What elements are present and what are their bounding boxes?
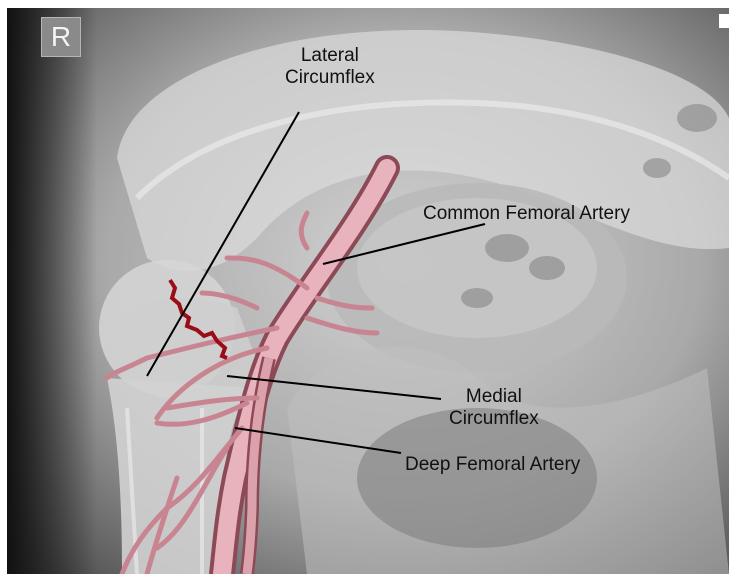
orientation-marker: R: [41, 17, 81, 57]
label-line: Deep Femoral Artery: [405, 454, 580, 476]
left-shadow: [7, 8, 97, 574]
label-line: Common Femoral Artery: [423, 203, 630, 225]
xray-image: R Lateral Circumflex Common Femoral Arte…: [7, 8, 729, 574]
label-line: Lateral: [285, 45, 375, 67]
label-line: Circumflex: [285, 67, 375, 89]
corner-mark: [719, 14, 729, 28]
label-lateral-circumflex: Lateral Circumflex: [285, 45, 375, 89]
label-medial-circumflex: Medial Circumflex: [449, 386, 539, 430]
label-common-femoral-artery: Common Femoral Artery: [423, 203, 630, 225]
pelvis-radiograph: [7, 8, 729, 574]
label-line: Medial: [449, 386, 539, 408]
label-line: Circumflex: [449, 408, 539, 430]
label-deep-femoral-artery: Deep Femoral Artery: [405, 454, 580, 476]
